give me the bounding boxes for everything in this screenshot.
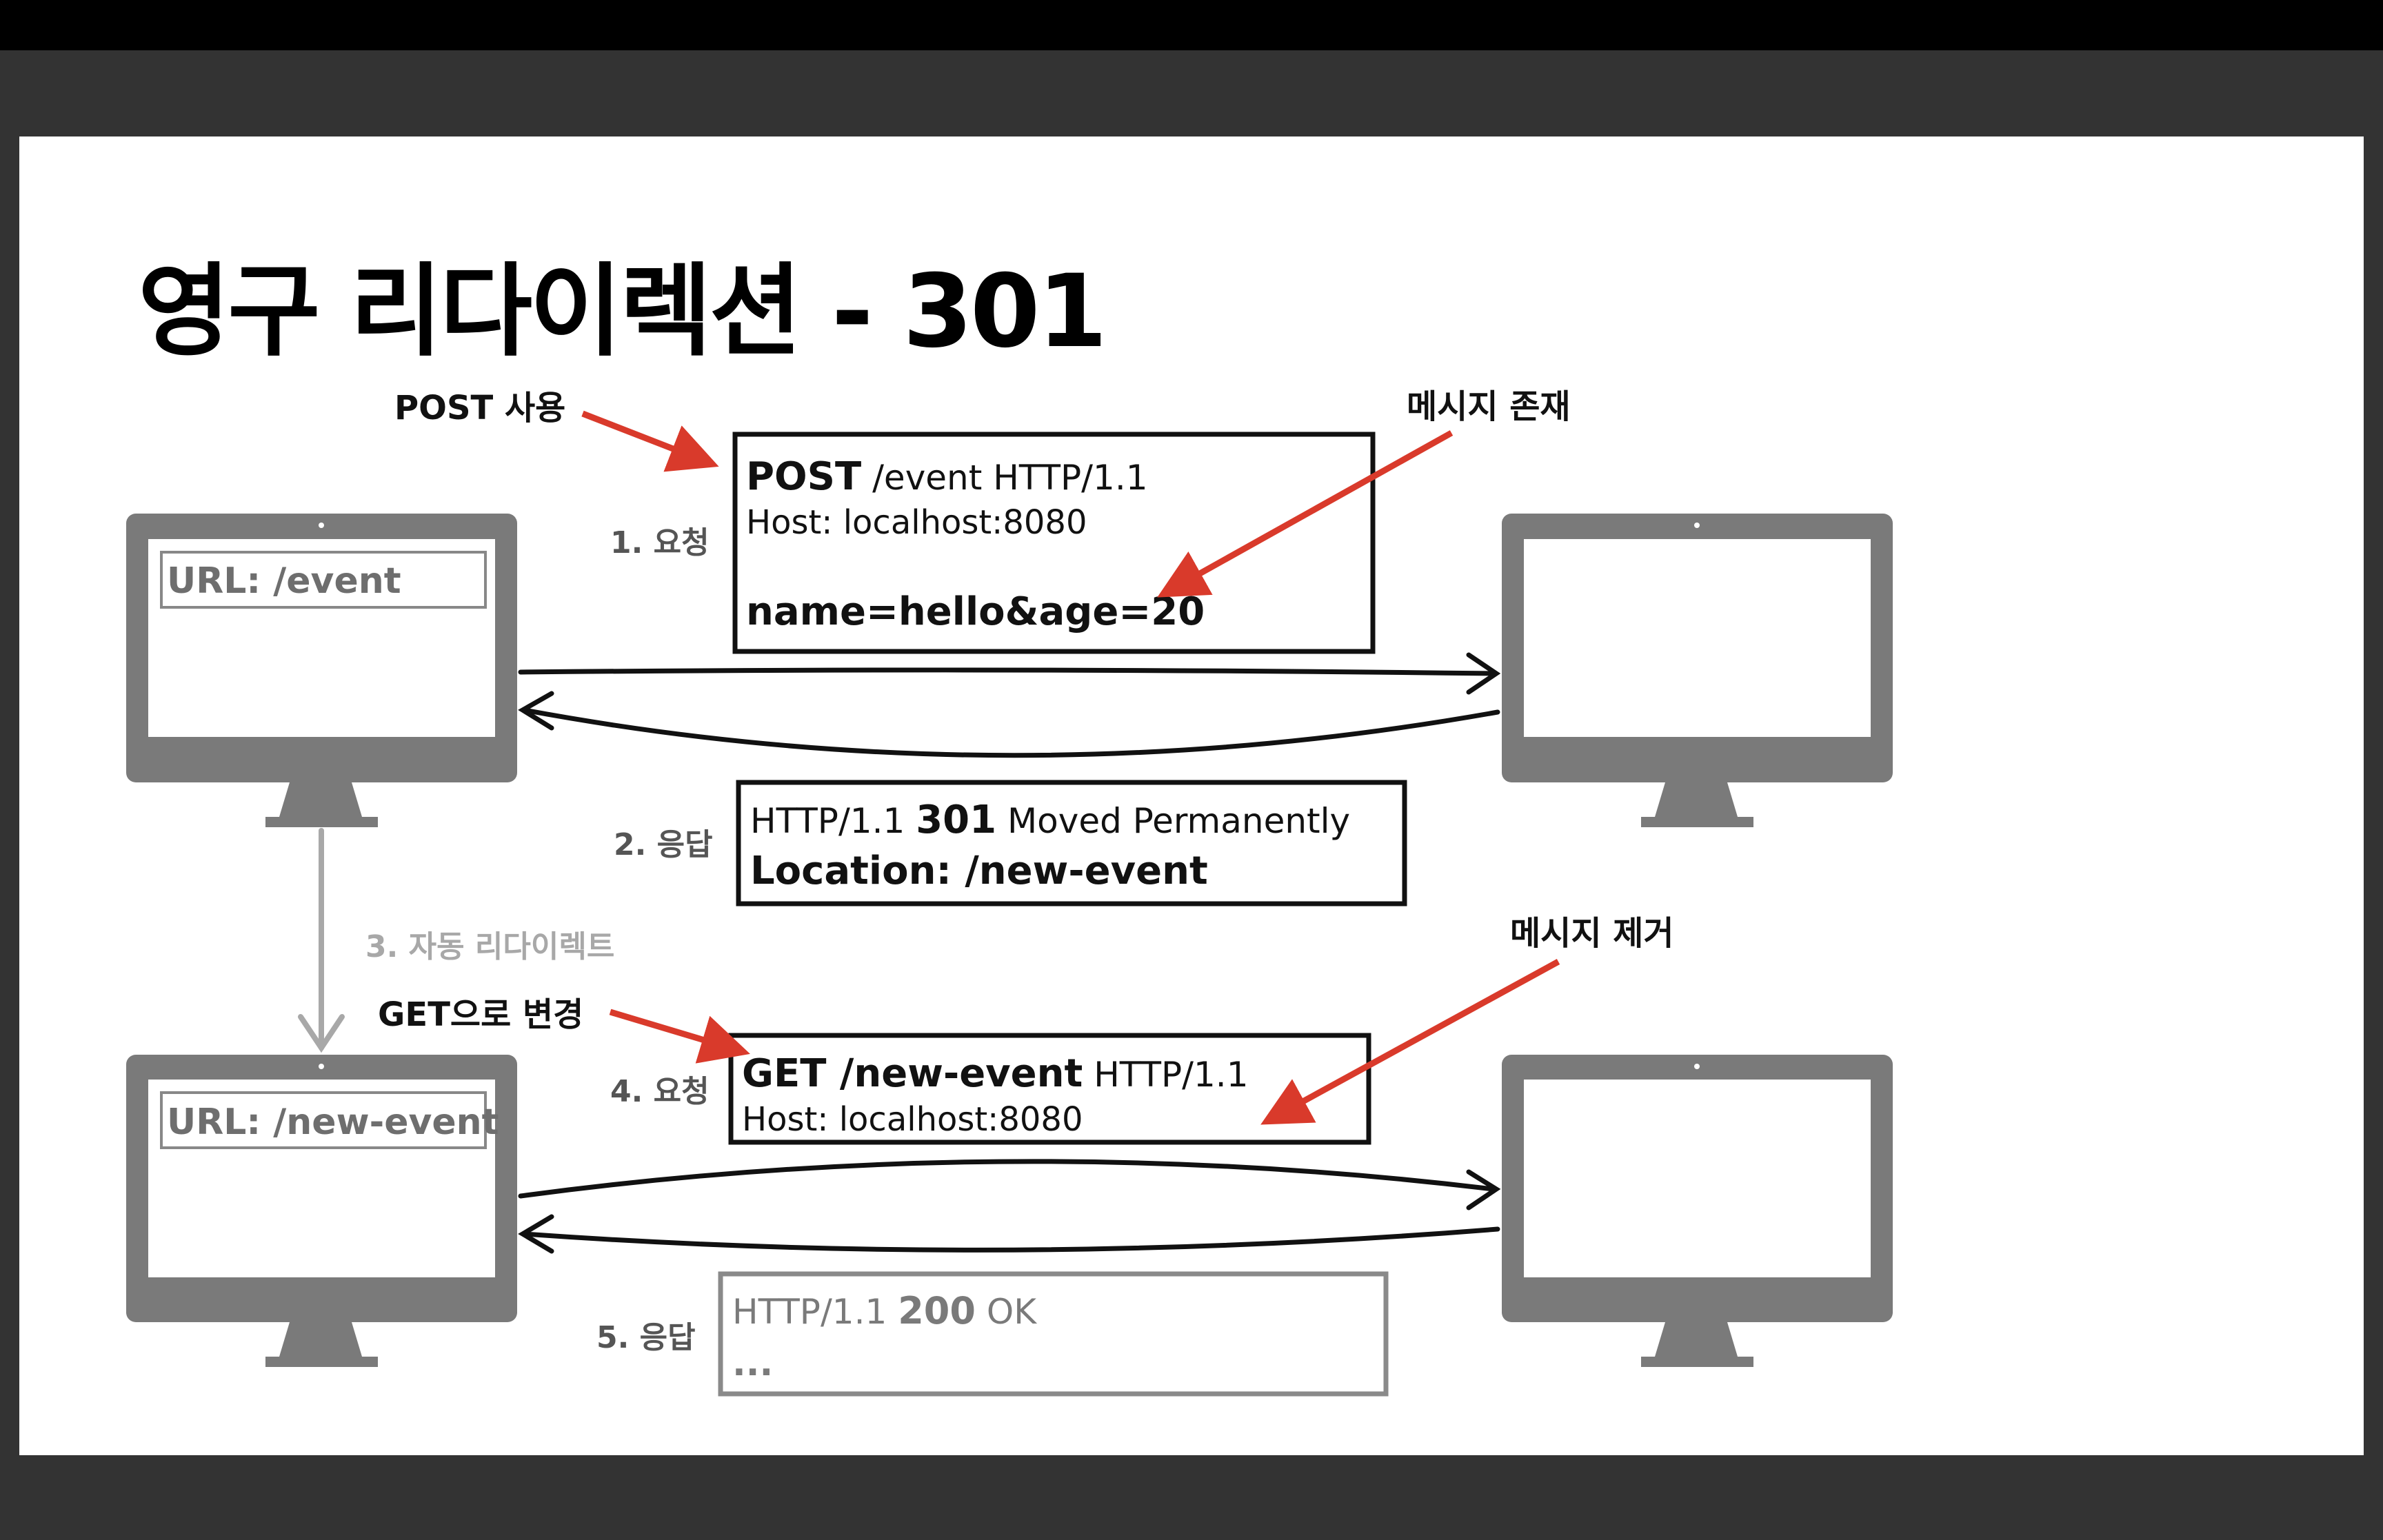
request1-host: Host: localhost:8080 xyxy=(746,503,1087,542)
client-monitor-bottom xyxy=(126,1055,517,1367)
annotation-get-change: GET으로 변경 xyxy=(378,995,583,1034)
request1-box xyxy=(732,432,1376,654)
response-arrow-top xyxy=(518,691,1500,758)
auto-redirect-arrow xyxy=(298,828,345,1053)
response1-box xyxy=(736,780,1407,906)
annotation-message-removed: 메시지 제거 xyxy=(1510,914,1674,953)
response1-location: Location: /new-event xyxy=(750,849,1208,893)
request2-start-line: GET /new-event HTTP/1.1 xyxy=(742,1051,1249,1096)
request2-box xyxy=(728,1033,1371,1145)
response1-status-line: HTTP/1.1 301 Moved Permanently xyxy=(750,798,1350,842)
step4-label: 4. 요청 xyxy=(610,1074,710,1109)
response2-box xyxy=(718,1271,1389,1397)
arrow-message-exists xyxy=(1157,430,1454,598)
annotation-post-use: POST 사용 xyxy=(394,389,565,427)
page-title: 영구 리다이렉션 - 301 xyxy=(138,253,1105,370)
response2-body: ... xyxy=(732,1343,773,1384)
server-monitor-bottom xyxy=(1502,1055,1893,1367)
arrow-get-change xyxy=(609,1009,750,1064)
request-arrow-top xyxy=(518,652,1501,695)
top-bar xyxy=(0,0,2383,50)
url-text-top: URL: /event xyxy=(167,560,401,602)
arrow-message-removed xyxy=(1260,959,1560,1125)
step3-label: 3. 자동 리다이렉트 xyxy=(365,929,614,964)
client-monitor-top xyxy=(126,514,517,827)
request2-host: Host: localhost:8080 xyxy=(742,1100,1083,1139)
url-box-bottom xyxy=(160,1091,487,1149)
server-monitor-top xyxy=(1502,514,1893,827)
arrow-post-use xyxy=(581,410,719,472)
request-arrow-bottom xyxy=(518,1159,1501,1210)
annotation-message-exists: 메시지 존재 xyxy=(1407,387,1571,426)
request1-body: name=hello&age=20 xyxy=(746,589,1205,634)
url-text-bottom: URL: /new-event xyxy=(167,1102,499,1143)
step2-label: 2. 응답 xyxy=(614,827,713,862)
request1-start-line: POST /event HTTP/1.1 xyxy=(746,454,1148,499)
url-box-top xyxy=(160,551,487,609)
step1-label: 1. 요청 xyxy=(610,525,710,560)
response-arrow-bottom xyxy=(518,1214,1500,1254)
step5-label: 5. 응답 xyxy=(596,1320,696,1355)
response2-status-line: HTTP/1.1 200 OK xyxy=(732,1289,1037,1333)
